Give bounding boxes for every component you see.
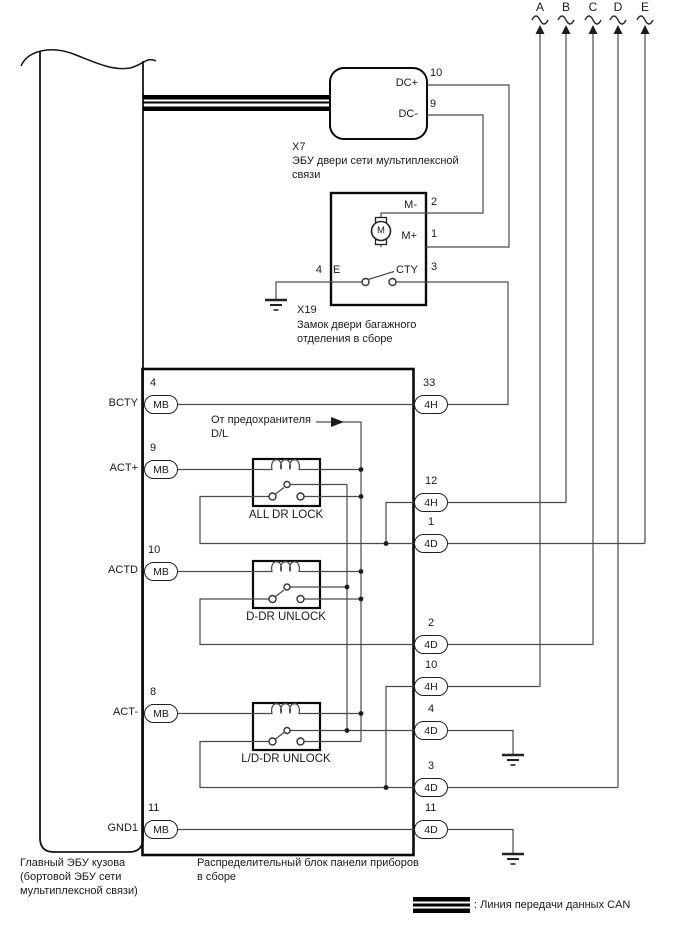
mb-connector-bcty: MB [144, 395, 178, 414]
right-connector-4d-4: 4D [414, 721, 448, 740]
motor-label: M [377, 225, 385, 236]
right-pin-number-33: 33 [423, 377, 436, 389]
top-connector-arrows [535, 25, 650, 34]
fuse-note-line2: D/L [211, 428, 229, 440]
x19-pin-m-minus-number: 2 [431, 196, 438, 208]
right-pin-number-1: 1 [428, 516, 435, 528]
x19-caption-line1: Замок двери багажного [297, 319, 417, 331]
body-ecu-outline [20, 49, 157, 853]
relay-boxes [251, 457, 322, 752]
connector-label-a: A [535, 0, 544, 14]
signal-label-act-plus: ACT+ [109, 462, 138, 474]
signal-label-act-minus: ACT- [112, 706, 138, 718]
body-ecu-caption-line1: Главный ЭБУ кузова [20, 857, 126, 869]
signal-label-bcty: BCTY [108, 397, 138, 409]
right-connector-4d-3: 4D [414, 778, 448, 797]
x7-pin-dc-minus-label: DC- [398, 108, 418, 120]
mb-pin-number-act-minus: 8 [150, 686, 157, 698]
mb-connector-gnd1: MB [144, 820, 178, 839]
x19-pin-cty-number: 3 [431, 261, 438, 273]
x7-pin-dc-plus-label: DC+ [395, 77, 418, 89]
right-connector-4h-33: 4H [414, 395, 448, 414]
legend-can-label: : Линия передачи данных CAN [474, 899, 631, 911]
ground-icons [265, 298, 524, 865]
switch-contacts [268, 277, 397, 746]
relay-label-ld-dr-unlock: L/D-DR UNLOCK [241, 753, 331, 765]
right-pin-number-12: 12 [425, 475, 438, 487]
x7-caption-line1: ЭБУ двери сети мультиплексной [292, 155, 459, 167]
right-connector-4h-10: 4H [414, 677, 448, 696]
mb-pin-number-actd: 10 [148, 544, 161, 556]
right-pin-number-11: 11 [425, 802, 437, 814]
mb-connector-actd: MB [144, 562, 178, 581]
x19-pin-cty-label: CTY [396, 264, 418, 276]
right-connector-4h-12: 4H [414, 493, 448, 512]
x19-pin-e-number: 4 [315, 264, 322, 276]
mb-connector-act-plus: MB [144, 460, 178, 479]
relay-label-all-dr-lock: ALL DR LOCK [248, 509, 324, 521]
x19-pin-m-plus-label: M+ [401, 230, 417, 242]
connector-label-d: D [613, 0, 623, 14]
mb-connector-act-minus: MB [144, 704, 178, 723]
x7-caption-line2: связи [292, 169, 321, 181]
top-connector-tildes [531, 15, 654, 25]
right-pin-number-3: 3 [428, 760, 435, 772]
right-pin-number-4: 4 [428, 703, 435, 715]
x19-block-outline [329, 191, 428, 307]
fuse-arrow-icon [331, 417, 344, 427]
x7-block-outline [329, 67, 428, 140]
connector-label-e: E [640, 0, 649, 14]
fuse-note-line1: От предохранителя [211, 414, 312, 426]
x7-pin-dc-plus-number: 10 [430, 67, 443, 79]
x19-pin-m-plus-number: 1 [431, 228, 438, 240]
body-ecu-caption-line2: (бортовой ЭБУ сети [20, 871, 122, 883]
mb-pin-number-gnd1: 11 [148, 802, 160, 814]
junction-block-outline [141, 367, 415, 857]
x7-pin-dc-minus-number: 9 [430, 98, 437, 110]
wires [178, 28, 646, 853]
x19-pin-e-label: E [333, 264, 341, 276]
x19-id: X19 [297, 304, 317, 316]
junction-block-caption-line2: в сборе [197, 871, 237, 883]
x19-pin-m-minus-label: M- [404, 199, 417, 211]
right-connector-4d-1: 4D [414, 534, 448, 553]
x19-caption-line2: отделения в сборе [297, 333, 393, 345]
x7-id: X7 [292, 141, 306, 153]
right-pin-number-2: 2 [428, 617, 435, 629]
connector-label-b: B [561, 0, 570, 14]
right-connector-4d-11: 4D [414, 820, 448, 839]
signal-label-gnd1: GND1 [107, 822, 138, 834]
junction-block-caption-line1: Распределительный блок панели приборов [197, 857, 419, 869]
mb-pin-number-act-plus: 9 [150, 442, 157, 454]
right-pin-number-10: 10 [425, 659, 438, 671]
signal-label-actd: ACTD [108, 564, 138, 576]
body-ecu-caption-line3: мультиплексной связи) [20, 885, 138, 897]
can-bus-line [143, 95, 331, 111]
right-connector-4d-2: 4D [414, 635, 448, 654]
relay-label-d-dr-unlock: D-DR UNLOCK [246, 611, 326, 623]
legend-can-icon [413, 897, 470, 913]
connector-label-c: C [588, 0, 598, 14]
mb-pin-number-bcty: 4 [150, 377, 157, 389]
junction-dots [344, 467, 389, 790]
motor-icon [370, 216, 392, 246]
